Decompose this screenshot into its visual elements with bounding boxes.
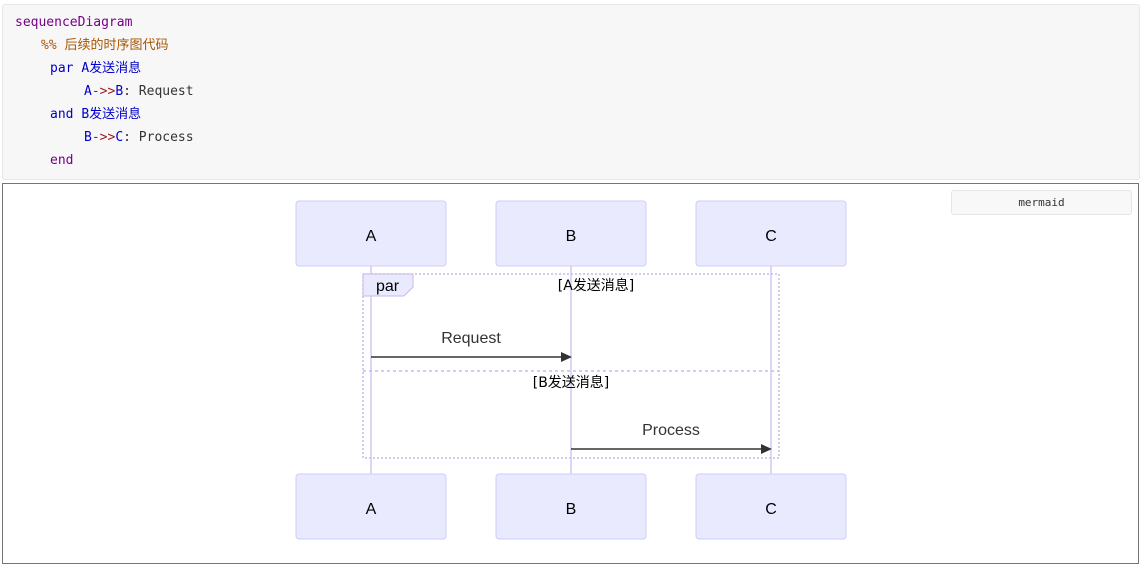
actor-label-bottom-b: B: [566, 501, 577, 518]
par-label-tab: [362, 273, 414, 297]
message-label-request: Request: [441, 330, 501, 347]
actor-box-top-c: [695, 200, 847, 267]
code-line-5: and B发送消息: [50, 106, 141, 124]
actor-label-top-a: A: [366, 228, 377, 245]
message-label-process: Process: [642, 422, 700, 439]
arrowhead-process: [761, 444, 772, 454]
actor-label-bottom-c: C: [765, 501, 777, 518]
code-actor-b: B: [115, 84, 124, 99]
language-badge[interactable]: mermaid: [951, 190, 1132, 215]
actor-label-bottom-a: A: [366, 501, 377, 518]
code-actor-b2: B: [84, 130, 92, 145]
code-message-1: : Request: [123, 84, 194, 99]
code-block[interactable]: sequenceDiagram %% 后续的时序图代码 par A发送消息 A-…: [2, 4, 1140, 180]
code-line-6: B->>C: Process: [84, 129, 194, 147]
code-line-1: sequenceDiagram: [15, 15, 133, 30]
code-message-2: : Process: [123, 130, 194, 145]
actor-box-bottom-c: [695, 473, 847, 540]
actor-box-bottom-a: [295, 473, 447, 540]
code-par-keyword: par: [50, 61, 74, 76]
code-par-text: A发送消息: [81, 61, 142, 76]
code-and-text: B发送消息: [81, 107, 142, 122]
actor-box-top-a: [295, 200, 447, 267]
actor-box-bottom-b: [495, 473, 647, 540]
section-2-label: [B发送消息]: [533, 374, 610, 391]
par-label: par: [376, 278, 400, 295]
code-and-keyword: and: [50, 107, 74, 122]
code-arrow-2: ->>: [91, 130, 116, 145]
code-line-7-end: end: [50, 153, 74, 168]
code-actor-c: C: [115, 130, 124, 145]
code-line-2-comment: %% 后续的时序图代码: [41, 38, 169, 53]
par-frame: [362, 273, 780, 459]
code-actor-a: A: [84, 84, 92, 99]
actor-box-top-b: [495, 200, 647, 267]
code-line-3: par A发送消息: [50, 60, 141, 78]
code-line-4: A->>B: Request: [84, 83, 194, 101]
code-arrow-1: ->>: [91, 84, 116, 99]
actor-label-top-b: B: [566, 228, 577, 245]
section-1-label: [A发送消息]: [558, 277, 635, 294]
actor-label-top-c: C: [765, 228, 777, 245]
arrowhead-request: [561, 352, 572, 362]
